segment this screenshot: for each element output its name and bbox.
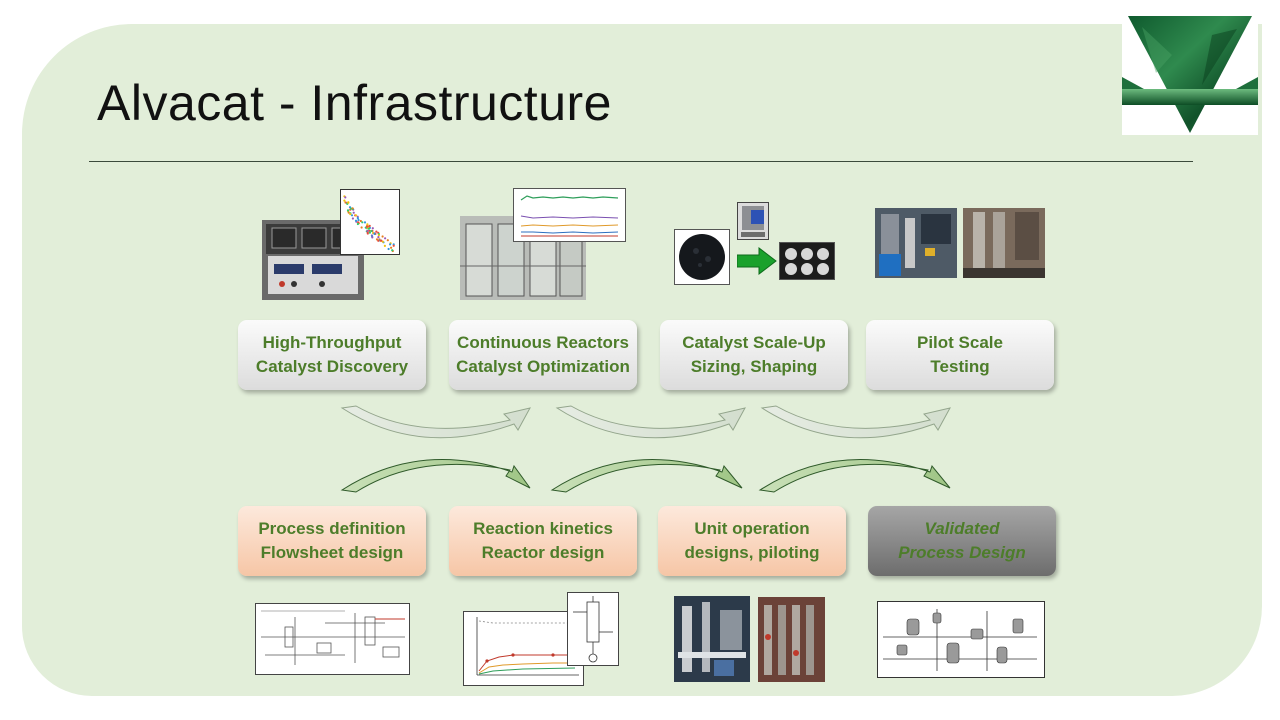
title-divider: [89, 161, 1193, 162]
slide-title: Alvacat - Infrastructure: [97, 75, 612, 131]
bottom-box-line2: Flowsheet design: [260, 543, 404, 562]
bottom-box-reaction-kinetics: Reaction kinetics Reactor design: [449, 506, 637, 576]
top-box-line1: Continuous Reactors: [457, 333, 629, 352]
top-box-line2: Sizing, Shaping: [690, 357, 818, 376]
top-box-continuous-reactors: Continuous Reactors Catalyst Optimizatio…: [449, 320, 637, 390]
green-arrow-2: [550, 459, 743, 493]
top-box-line2: Testing: [930, 357, 990, 376]
bottom-box-line2: Reactor design: [481, 543, 605, 562]
top-box-line1: High-Throughput: [262, 333, 402, 352]
validated-process-flowsheet-image: [877, 601, 1045, 678]
top-box-line1: Catalyst Scale-Up: [682, 333, 826, 352]
kinetics-plot-image: [463, 611, 584, 686]
shaping-device-photo: [737, 202, 769, 240]
green-marble-triangle-logo-icon: [1122, 16, 1258, 133]
top-box-pilot-scale: Pilot Scale Testing: [866, 320, 1054, 390]
pilot-plant-photo-1: [875, 208, 957, 278]
reactor-schematic-image: [567, 592, 619, 666]
slide-background-panel: [22, 24, 1262, 696]
pale-arrow-2: [555, 405, 746, 439]
catalyst-granules-photo: [674, 229, 730, 285]
bottom-box-line1: Process definition: [258, 519, 406, 538]
unit-operation-skid-photo-1: [674, 596, 750, 682]
top-box-high-throughput: High-Throughput Catalyst Discovery: [238, 320, 426, 390]
pale-arrow-1: [340, 405, 531, 439]
bottom-box-line1: Unit operation: [694, 519, 810, 538]
bottom-box-line2: Process Design: [898, 543, 1026, 562]
pilot-plant-photo-2: [963, 208, 1045, 278]
bottom-box-validated-process-design: Validated Process Design: [868, 506, 1056, 576]
green-arrow-1: [340, 459, 531, 493]
bottom-box-line2: designs, piloting: [684, 543, 820, 562]
catalyst-optimization-line-plot-image: [513, 188, 626, 242]
bottom-box-process-definition: Process definition Flowsheet design: [238, 506, 426, 576]
top-box-line2: Catalyst Discovery: [255, 357, 409, 376]
bottom-box-line1: Validated: [924, 519, 1000, 538]
alvacat-logo: [1122, 15, 1258, 135]
unit-operation-skid-photo-2: [758, 597, 825, 682]
top-box-catalyst-scale-up: Catalyst Scale-Up Sizing, Shaping: [660, 320, 848, 390]
flowsheet-diagram-image: [255, 603, 410, 675]
bottom-box-unit-operation: Unit operation designs, piloting: [658, 506, 846, 576]
top-box-line1: Pilot Scale: [917, 333, 1003, 352]
top-box-line2: Catalyst Optimization: [456, 357, 630, 376]
pale-arrow-3: [760, 405, 951, 439]
bottom-box-line1: Reaction kinetics: [473, 519, 613, 538]
catalyst-pellet-tray-photo: [779, 242, 835, 280]
right-arrow-icon: [737, 247, 777, 275]
catalyst-scatter-plot-image: [340, 189, 400, 255]
green-arrow-3: [758, 459, 951, 493]
